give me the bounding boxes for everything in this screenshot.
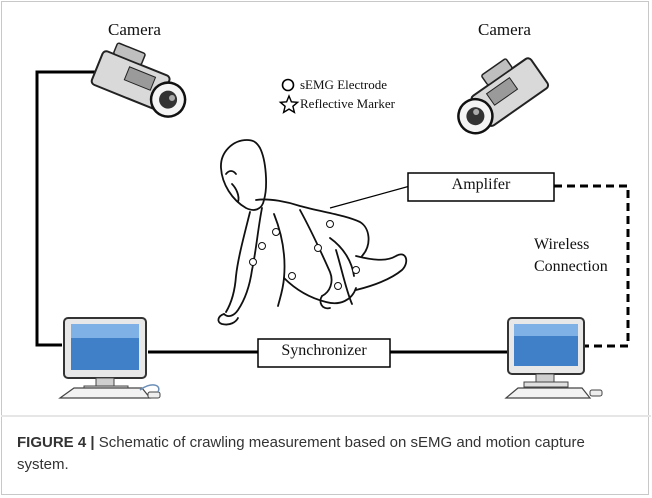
- caption-divider: [1, 415, 651, 417]
- synchronizer-box: [257, 338, 391, 368]
- camera-right-icon: [457, 57, 550, 135]
- camera-left-icon: [90, 42, 187, 118]
- electrode-marker: [334, 282, 342, 290]
- amplifier-lead-wire: [329, 185, 411, 209]
- electrode-marker: [249, 258, 257, 266]
- computer-left-icon: [58, 317, 161, 399]
- wireless-label-line1: Wireless: [534, 236, 590, 253]
- marker-legend-label: Reflective Marker: [300, 96, 395, 111]
- electrode-marker: [352, 266, 360, 274]
- electrode-marker: [288, 272, 296, 280]
- caption-text: Schematic of crawling measurement based …: [17, 434, 585, 473]
- camera-right-label: Camera: [478, 20, 531, 39]
- camera-left-label: Camera: [108, 20, 161, 39]
- computer-right-icon: [504, 317, 603, 399]
- electrode-marker: [326, 220, 334, 228]
- electrode-marker: [314, 244, 322, 252]
- marker-legend-icon: [278, 94, 300, 114]
- electrode-legend-label: sEMG Electrode: [300, 77, 388, 92]
- synchronizer-label: Synchronizer: [281, 342, 367, 359]
- amplifier-label: Amplifer: [451, 176, 511, 193]
- left-camera-cable: [35, 70, 110, 347]
- body-markers: [249, 220, 360, 290]
- figure-number: FIGURE 4 |: [17, 434, 95, 451]
- wireless-label-line2: Connection: [534, 258, 608, 275]
- crawling-infant-figure: [217, 139, 408, 326]
- amplifier-box: [407, 172, 555, 202]
- electrode-marker: [272, 228, 280, 236]
- electrode-marker: [258, 242, 266, 250]
- electrode-legend-icon: [281, 78, 295, 92]
- figure-caption: FIGURE 4 | Schematic of crawling measure…: [17, 432, 637, 476]
